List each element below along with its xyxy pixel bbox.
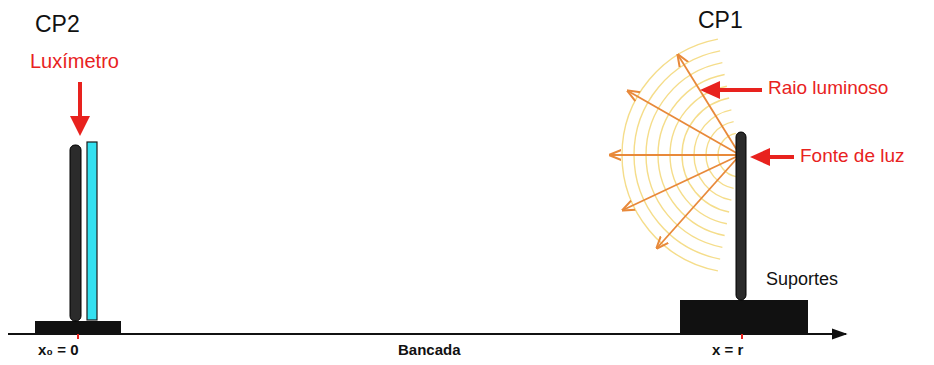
part-label: Suportes [766, 270, 838, 290]
light-rays [610, 55, 740, 248]
position-label: x = r [712, 342, 743, 359]
stand-name: CP2 [35, 12, 80, 37]
pointer-arrows [70, 81, 794, 166]
callout-label: Fonte de luz [800, 146, 905, 167]
position-label: x₀ = 0 [38, 342, 79, 359]
stand-base [680, 300, 808, 334]
bench-label: Bancada [398, 342, 461, 359]
stand-base [35, 321, 121, 334]
callout-label: Raio luminoso [768, 78, 888, 99]
stand-post [70, 145, 81, 321]
light-source [736, 132, 746, 300]
callout-label: Luxímetro [30, 50, 119, 72]
luxmeter [87, 142, 97, 320]
stand-name: CP1 [698, 8, 743, 33]
